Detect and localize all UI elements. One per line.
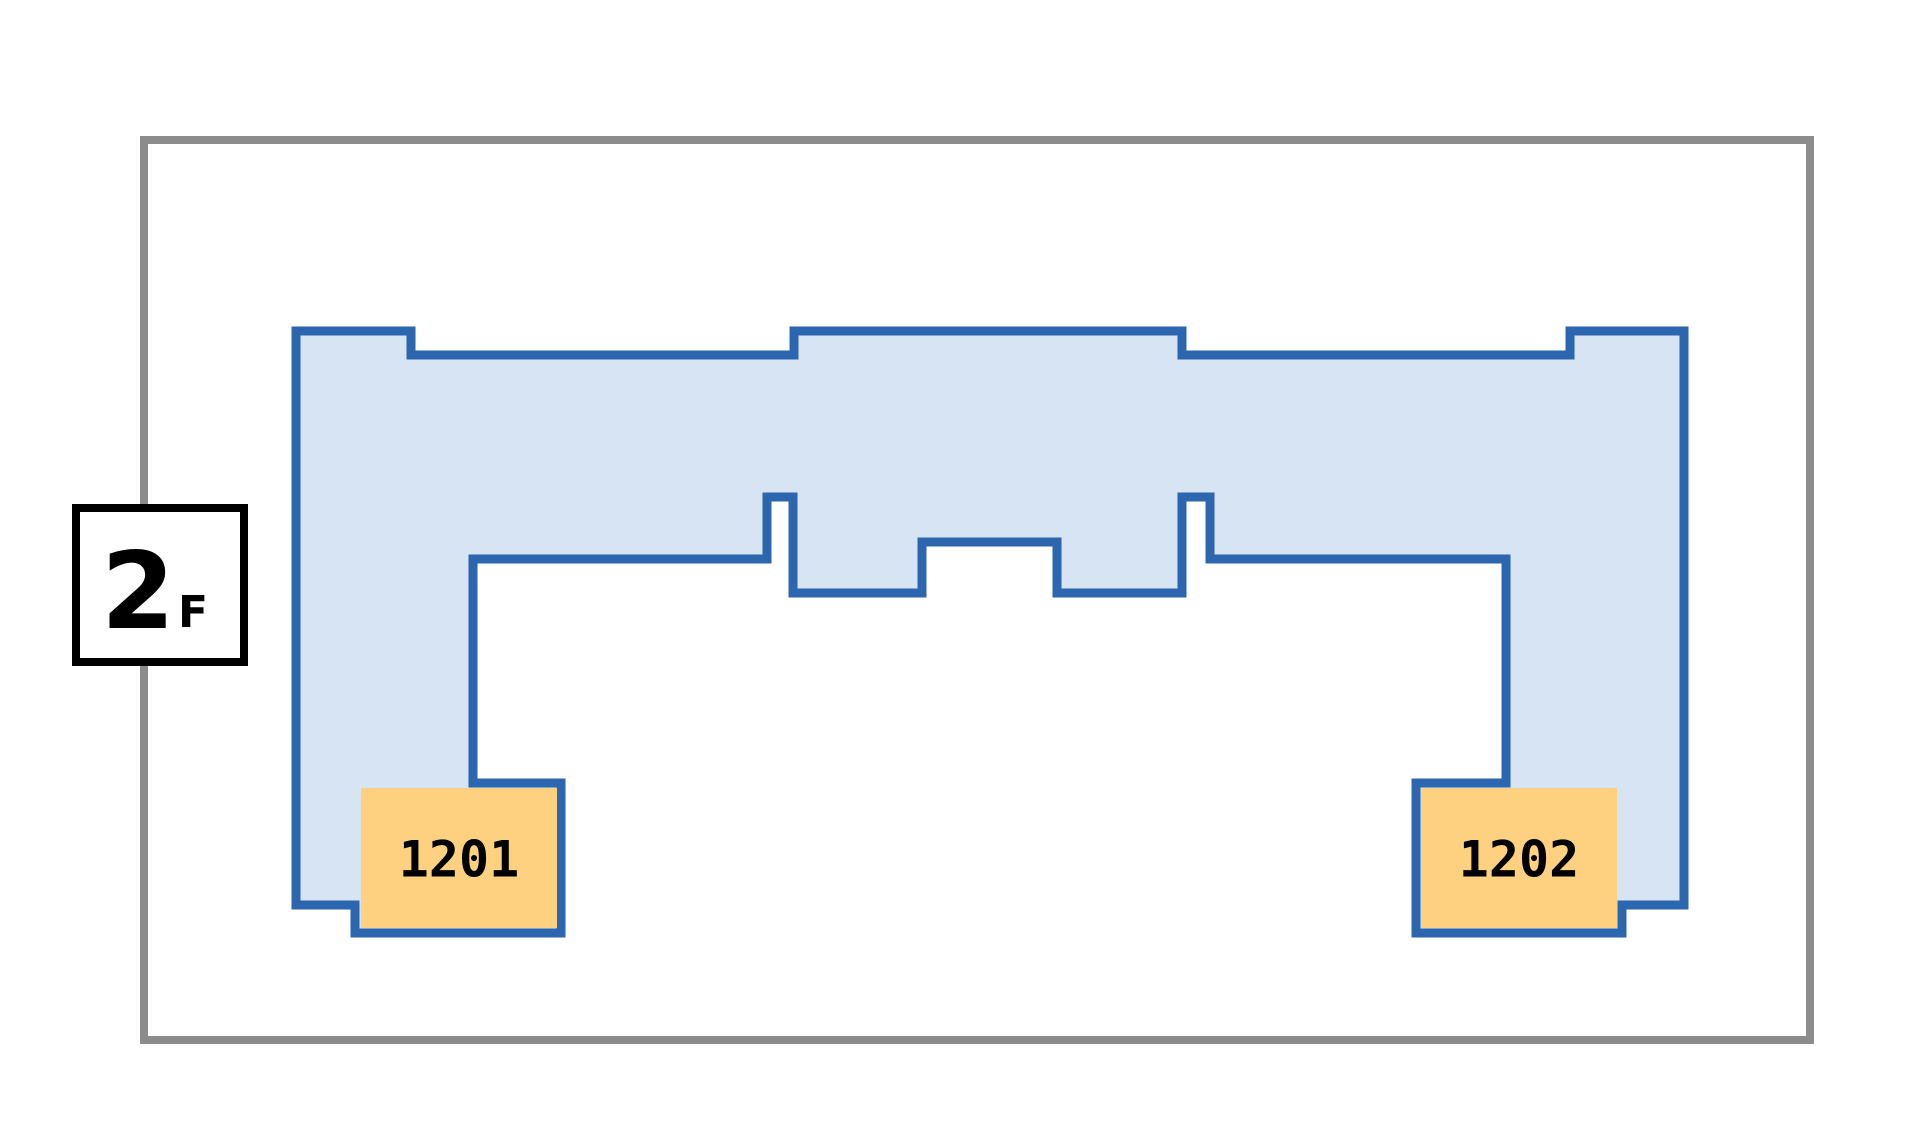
floor-badge-box [72,504,248,666]
room-1201-label: 1201 [399,831,519,889]
room-1201-box [361,788,557,928]
room-1202-label: 1202 [1459,831,1579,889]
floor-suffix: F [178,587,208,638]
room-1202-box [1421,788,1617,928]
floor-number: 2 [101,530,175,653]
floor-badge: 2 F [72,504,248,666]
corridor-area [291,326,1689,938]
room-1202[interactable]: 1202 [1421,788,1617,928]
room-1201[interactable]: 1201 [361,788,557,928]
